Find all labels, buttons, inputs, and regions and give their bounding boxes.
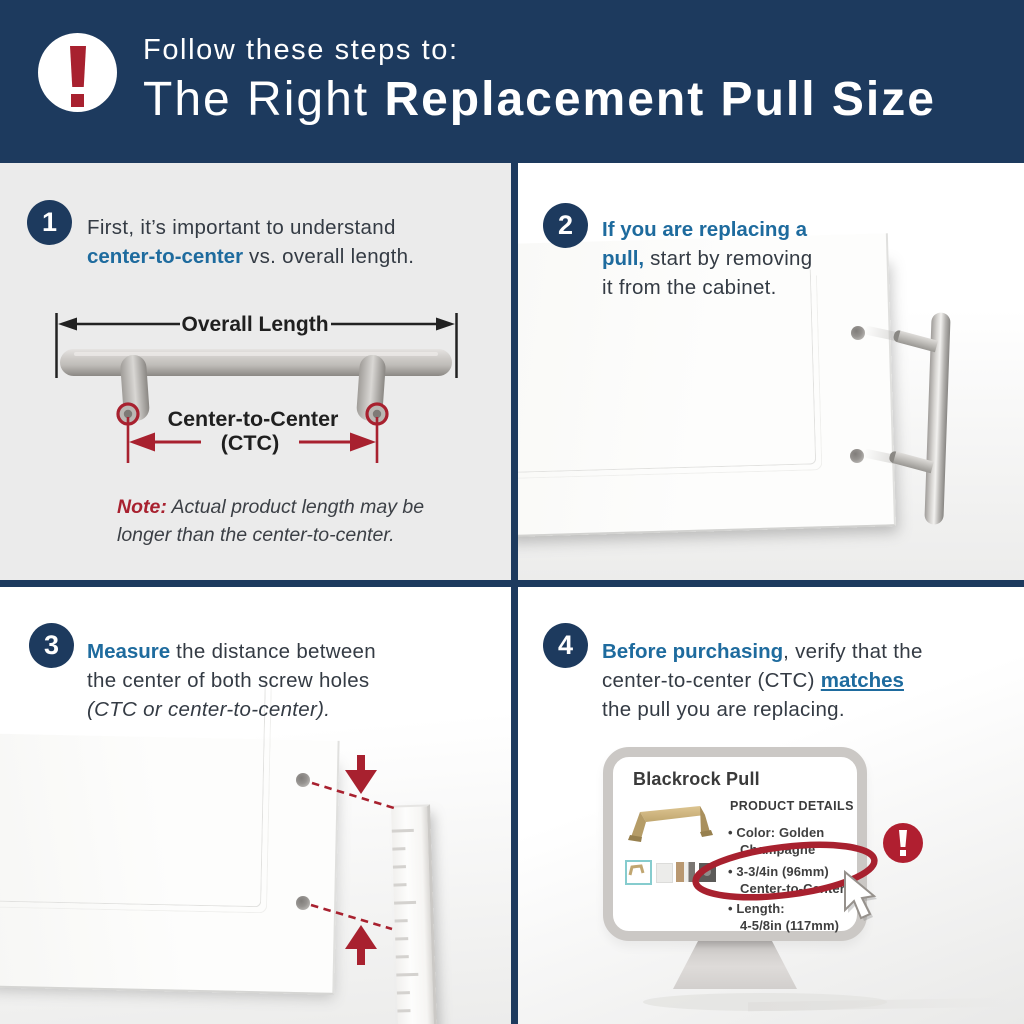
bullet-ctc-line1: • 3-3/4in (96mm) xyxy=(728,864,829,879)
annotation-overlay xyxy=(692,841,878,901)
note-label: Note: xyxy=(117,496,167,518)
overall-arrowhead-left xyxy=(58,317,77,331)
cursor-icon xyxy=(844,869,877,921)
ctc-arrowhead-left xyxy=(129,432,155,452)
overall-length-label: Overall Length xyxy=(181,313,328,336)
title-bold: Replacement Pull Size xyxy=(384,73,936,126)
bullet-length-line2: 4-5/8in (117mm) xyxy=(740,918,840,933)
arrow-down xyxy=(345,770,377,794)
warning-exclamation-bar xyxy=(70,46,86,87)
step1-number-badge: 1 xyxy=(27,200,72,245)
bullet-length: • Length: 4-5/8in (117mm) xyxy=(728,900,839,934)
thumbnail-3[interactable] xyxy=(676,862,695,882)
screw-hole-right-center xyxy=(372,409,382,419)
bullet-color-line1: • Color: Golden xyxy=(728,825,825,840)
header-kicker: Follow these steps to: xyxy=(143,34,459,66)
header-banner: Follow these steps to: The Right Replace… xyxy=(0,0,1024,163)
title-regular: The Right xyxy=(143,73,385,126)
thumbnail-2[interactable] xyxy=(656,863,673,883)
alert-icon xyxy=(883,823,923,863)
alert-exclamation-dot xyxy=(900,850,906,856)
overall-arrowhead-right xyxy=(436,317,455,331)
ctc-arrowhead-right xyxy=(350,432,376,452)
bullet-length-line1: • Length: xyxy=(728,901,785,916)
door-screw-hole-top xyxy=(296,773,310,787)
step2-number-badge: 2 xyxy=(543,203,588,248)
product-details-title: PRODUCT DETAILS xyxy=(730,799,854,813)
dashed-line-bottom xyxy=(310,903,393,931)
page-title: The Right Replacement Pull Size xyxy=(143,72,936,127)
removed-pull-handle xyxy=(886,307,956,529)
alert-exclamation-bar xyxy=(899,830,907,847)
door-screw-hole-bottom xyxy=(296,896,310,910)
door-screw-hole-bottom xyxy=(850,449,864,463)
screw-hole-left-center xyxy=(123,409,133,419)
measure-annotations xyxy=(310,755,395,965)
dashed-line-top xyxy=(311,781,395,810)
ctc-label: Center-to-Center xyxy=(168,407,339,431)
pull-dimension-diagram: Overall Length Center-to-Center (CTC) xyxy=(55,313,458,463)
note-line2: longer than the center-to-center. xyxy=(117,523,395,546)
warning-exclamation-dot xyxy=(71,94,84,107)
arrow-up xyxy=(345,925,377,949)
monitor xyxy=(603,747,867,941)
ctc-abbr-label: (CTC) xyxy=(221,431,280,455)
thumbnail-selected[interactable] xyxy=(625,860,652,885)
door-panel-line-inner xyxy=(518,275,823,482)
step4-number-badge: 4 xyxy=(543,623,588,668)
red-circle-annotation xyxy=(692,841,878,901)
note-line1: Actual product length may be xyxy=(171,496,425,518)
note-text: Note: Actual product length may be longer… xyxy=(117,494,424,549)
step3-number-badge: 3 xyxy=(29,623,74,668)
door-screw-hole-top xyxy=(851,326,865,340)
warning-icon xyxy=(38,33,117,112)
gold-pull-product-image xyxy=(628,806,713,842)
product-name: Blackrock Pull xyxy=(633,769,760,789)
